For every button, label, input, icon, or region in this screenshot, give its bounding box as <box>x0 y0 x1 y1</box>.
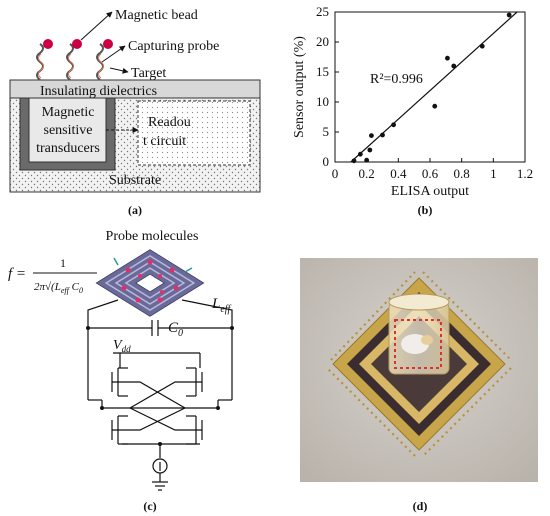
data-point <box>380 132 385 138</box>
x-tick-label: 0.4 <box>390 166 407 181</box>
chart-marks <box>350 11 518 164</box>
label-insulating: Insulating dielectrics <box>40 84 157 99</box>
caption-a: (a) <box>128 203 142 217</box>
chart-ticks: 0 0.2 0.4 0.6 0.8 1 1.2 0 5 10 15 20 25 <box>316 4 533 181</box>
x-tick-label: 0.8 <box>454 166 470 181</box>
readout-box <box>137 100 251 166</box>
arrow-bead <box>80 11 113 41</box>
caption-d: (d) <box>413 499 428 513</box>
panel-b-chart: 0 0.2 0.4 0.6 0.8 1 1.2 0 5 10 15 20 25 ELISA output… <box>292 4 533 217</box>
data-point <box>369 133 374 139</box>
x-tick-label: 1 <box>490 166 497 181</box>
label-leff: Leff <box>211 296 232 315</box>
transducer-inner <box>28 97 107 163</box>
magnetic-bead-3 <box>103 39 113 49</box>
label-c0: C0 <box>168 320 183 339</box>
y-tick-label: 10 <box>316 94 329 109</box>
oscillator-circuit <box>87 299 233 491</box>
sensor-area-box <box>394 319 442 369</box>
x-tick-label: 0.6 <box>422 166 439 181</box>
x-tick-label: 0.2 <box>359 166 375 181</box>
label-magnetic-bead: Magnetic bead <box>115 8 198 23</box>
caption-b: (b) <box>418 203 433 217</box>
label-readout-1: Readou <box>148 115 191 130</box>
label-readout-2: t circuit <box>143 134 186 149</box>
panel-d-photo: (d) <box>300 258 538 513</box>
formula-denominator: 2π√(Leff C0 <box>34 281 83 295</box>
circuit-nodes <box>86 326 234 446</box>
y-tick-label: 20 <box>316 34 329 49</box>
y-tick-label: 25 <box>316 4 329 19</box>
y-tick-label: 0 <box>323 154 330 169</box>
fit-line <box>350 11 518 163</box>
chart-xlabel: ELISA output <box>391 184 469 199</box>
r2-annotation: R²=0.996 <box>370 72 423 87</box>
magnetic-bead-1 <box>43 39 53 49</box>
magnetic-bead-2 <box>72 39 82 49</box>
data-point <box>445 55 450 61</box>
spiral-coil <box>95 249 205 317</box>
label-probe-molecules: Probe molecules <box>106 229 199 244</box>
x-tick-label: 1.2 <box>517 166 533 181</box>
arrow-target <box>109 67 129 74</box>
data-point <box>479 43 485 49</box>
label-vdd: Vdd <box>113 338 131 354</box>
x-tick-label: 0 <box>332 166 339 181</box>
y-tick-label: 5 <box>323 124 330 139</box>
chart-frame <box>334 11 526 163</box>
chart-ylabel: Sensor output (%) <box>292 36 307 138</box>
insulating-layer <box>9 79 261 99</box>
data-point <box>357 151 363 157</box>
label-target: Target <box>131 66 166 81</box>
formula-numerator: 1 <box>60 256 66 270</box>
data-point <box>451 63 457 69</box>
label-capturing-probe: Capturing probe <box>128 39 219 54</box>
label-sensor-2: sensitive <box>44 123 93 138</box>
data-point <box>364 157 370 163</box>
arrow-probe <box>101 45 126 63</box>
data-point <box>351 158 357 164</box>
data-point <box>391 122 396 128</box>
y-tick-label: 15 <box>316 64 329 79</box>
panel-c: Probe molecules f = 1 2π√(Leff C0 <box>8 229 234 513</box>
probe-strands-color <box>38 53 104 79</box>
label-sensor-1: Magnetic <box>42 105 95 120</box>
panel-a: Magnetic bead Capturing probe Target Ins… <box>9 8 261 217</box>
probe-strands <box>36 43 104 81</box>
label-substrate: Substrate <box>109 173 161 188</box>
data-point <box>432 103 438 109</box>
dome-top <box>388 293 450 311</box>
caption-c: (c) <box>143 499 156 513</box>
data-point <box>367 147 373 153</box>
formula-f: f = <box>8 266 26 282</box>
data-point <box>506 12 512 18</box>
label-sensor-3: transducers <box>36 141 100 156</box>
